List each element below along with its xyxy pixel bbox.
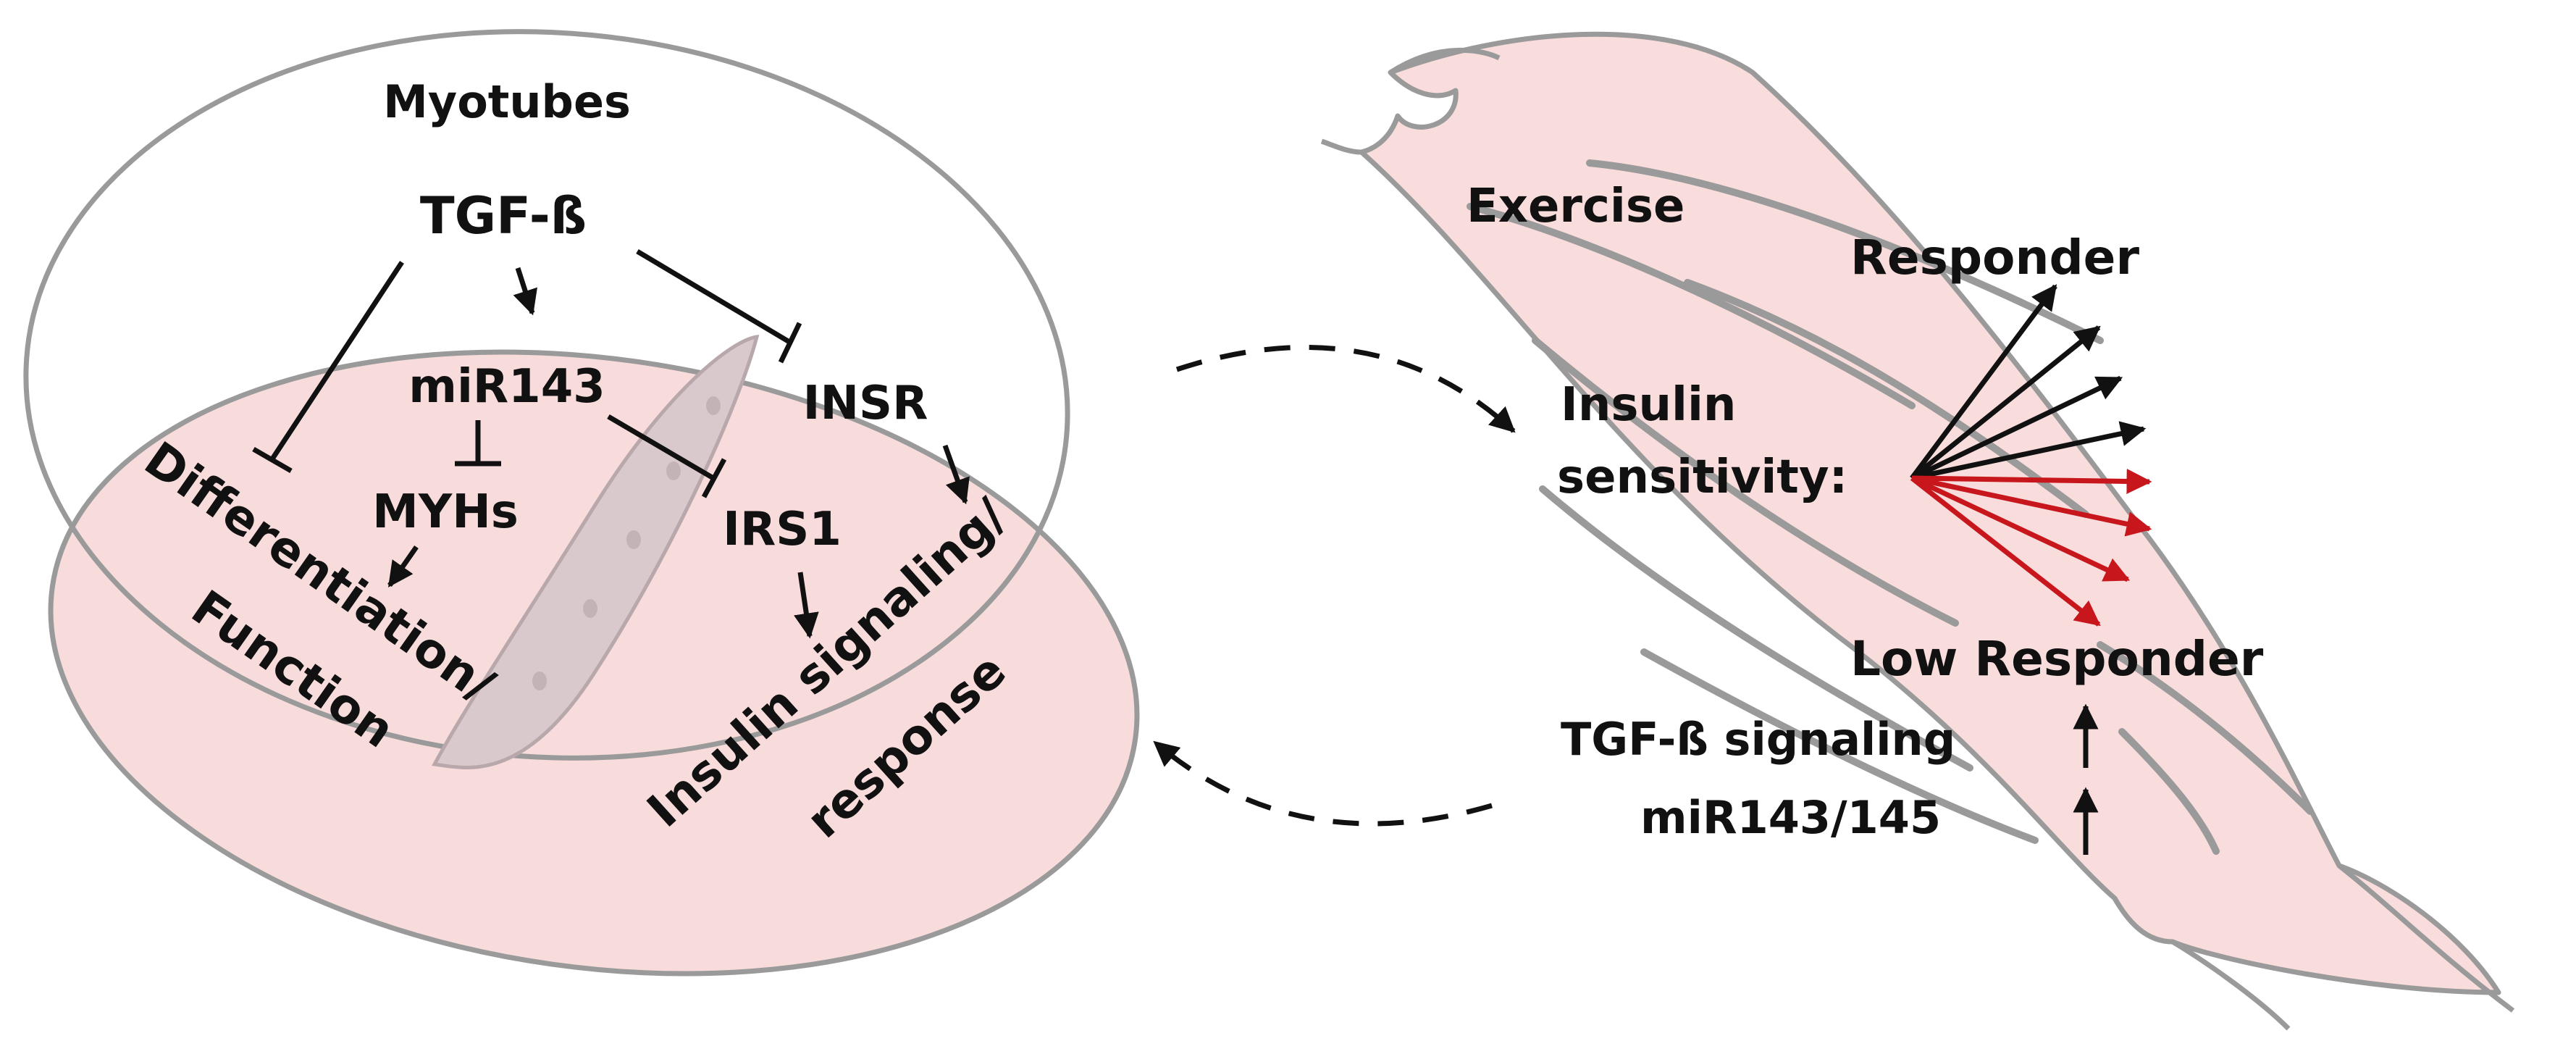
muscle-fiber — [2097, 641, 2314, 815]
dish-rim — [23, 29, 1070, 761]
sensitivity-label: sensitivity: — [1557, 451, 1847, 504]
responder-arrow — [1911, 421, 2147, 481]
muscle-fiber — [1532, 337, 1959, 627]
myotubes-title: Myotubes — [383, 75, 631, 128]
myotube-nucleus — [706, 396, 721, 415]
responder-arrows — [1910, 284, 2147, 481]
insr-node: INSR — [803, 377, 928, 430]
dashed-arrow-to-muscle — [1175, 344, 1516, 433]
low-responder-arrow — [1910, 476, 2101, 627]
muscle-fiber — [1539, 485, 1973, 772]
inhibition-tgfb-differentiation — [269, 261, 404, 461]
myotube-nucleus — [666, 461, 681, 480]
pathway-edges — [252, 248, 970, 639]
activation-irs1-signaling — [794, 572, 819, 639]
myotube-nucleus — [532, 672, 547, 690]
low-responder-arrow — [1911, 475, 2152, 537]
tendon-bottom — [2171, 864, 2515, 1031]
culture-dish — [23, 29, 1140, 977]
activation-myhs-function — [387, 545, 419, 588]
responder-arrow — [1910, 375, 2123, 481]
muscle-fiber — [1586, 159, 2104, 344]
mir143-node: miR143 — [408, 360, 605, 414]
insulin-label: Insulin — [1561, 378, 1736, 432]
myhs-node: MYHs — [372, 485, 519, 539]
mir143-145-label: miR143/145 — [1640, 791, 1941, 844]
inhibition-mir143-irs1 — [607, 414, 715, 481]
low-responder-arrow — [1910, 475, 2131, 582]
myotube-nucleus — [626, 530, 641, 549]
muscle-body — [1359, 31, 2501, 995]
exercise-label: Exercise — [1467, 180, 1685, 233]
inhibition-bar — [701, 458, 727, 498]
muscle-fibers — [1467, 159, 2314, 855]
muscle-fiber — [1467, 203, 1916, 409]
muscle-illustration — [1320, 31, 2515, 1031]
activation-tgfb-mir143 — [513, 267, 537, 316]
low-responder-label: Low Responder — [1850, 631, 2264, 687]
low-responder-arrow — [1911, 469, 2152, 495]
myotube-cell — [432, 334, 760, 770]
tgfb-signaling-label: TGF-ß signaling — [1561, 713, 1955, 766]
dashed-arrow-to-dish — [1153, 740, 1493, 827]
muscle-fiber — [2118, 728, 2220, 855]
myotube-nucleus — [583, 599, 597, 618]
responder-label: Responder — [1850, 230, 2139, 285]
tgfb-node: TGF-ß — [420, 186, 587, 246]
inhibition-tgfb-insr — [636, 248, 791, 345]
activation-insr-signaling — [942, 444, 970, 505]
inhibition-bar — [252, 446, 293, 474]
low-responder-arrows — [1910, 469, 2152, 627]
muscle-fiber — [1640, 648, 2039, 844]
tendon-top — [1320, 47, 1501, 155]
responder-arrow — [1910, 284, 2057, 480]
inhibition-bar — [778, 322, 802, 364]
muscle-fiber — [1684, 279, 2089, 518]
responder-arrow — [1910, 325, 2101, 480]
irs1-node: IRS1 — [723, 503, 842, 556]
